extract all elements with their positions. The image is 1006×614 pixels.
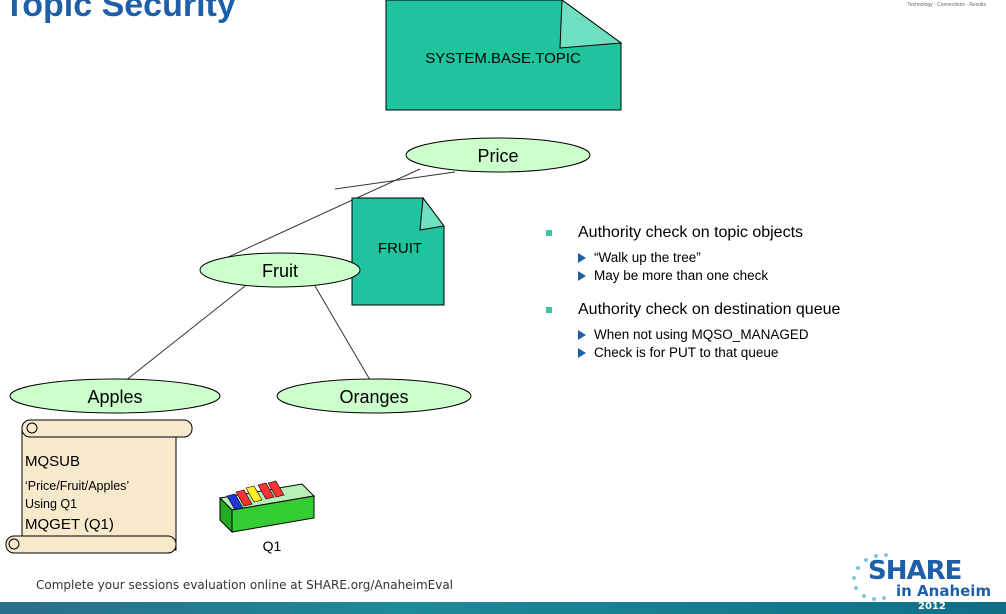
topic-node-price: Price	[405, 137, 591, 173]
slide-title: Topic Security	[4, 0, 236, 24]
bullet-item: Authority check on topic objects	[546, 224, 986, 242]
share-logo-icon	[852, 553, 888, 601]
sub-bullet-text: When not using MQSO_MANAGED	[594, 327, 809, 342]
system-base-topic-label: SYSTEM.BASE.TOPIC	[425, 50, 581, 67]
connector-line	[314, 285, 371, 381]
system-base-topic-object: SYSTEM.BASE.TOPIC	[385, 0, 623, 111]
logo-year-text: 2012	[918, 601, 946, 612]
logo-share-text: SHARE	[868, 556, 962, 586]
queue-message	[267, 480, 285, 498]
footer-evaluation-text: Complete your sessions evaluation online…	[36, 578, 454, 592]
bullet-item: Authority check on destination queue	[546, 301, 986, 319]
topic-node-price-label: Price	[477, 146, 518, 166]
triangle-bullet-icon	[578, 348, 586, 358]
scroll-line-4: MQGET (Q1)	[25, 516, 114, 533]
bullet-text: Authority check on destination queue	[578, 301, 841, 318]
queue-icon: Q1	[218, 480, 316, 554]
slide-tagline: Technology · Connections · Results	[907, 2, 986, 8]
sub-bullet-item: When not using MQSO_MANAGED	[546, 327, 986, 342]
queue-message	[235, 489, 253, 507]
topic-node-oranges: Oranges	[276, 378, 472, 414]
footer-bar	[0, 602, 1006, 614]
scroll-line-1: MQSUB	[25, 453, 80, 470]
bullet-group-topic-objects: Authority check on topic objects “Walk u…	[546, 224, 986, 283]
bullet-group-destination-queue: Authority check on destination queue Whe…	[546, 301, 986, 360]
topic-node-apples: Apples	[9, 378, 221, 414]
triangle-bullet-icon	[578, 330, 586, 340]
logo-city-text: in Anaheim	[896, 582, 992, 600]
queue-label: Q1	[263, 538, 282, 554]
sub-bullet-text: Check is for PUT to that queue	[594, 345, 779, 360]
scroll-line-3: Using Q1	[25, 497, 77, 511]
queue-message	[245, 485, 263, 503]
bullet-list: Authority check on topic objects “Walk u…	[546, 224, 986, 378]
mqsub-scroll: MQSUB ‘Price/Fruit/Apples’ Using Q1 MQGE…	[5, 419, 193, 554]
bullet-square-icon	[546, 230, 552, 236]
connector-line	[119, 285, 246, 386]
topic-node-fruit: Fruit	[199, 252, 361, 288]
sub-bullet-item: May be more than one check	[546, 268, 986, 283]
sub-bullet-text: “Walk up the tree”	[594, 250, 701, 265]
fruit-topic-label: FRUIT	[378, 240, 422, 257]
sub-bullet-text: May be more than one check	[594, 268, 769, 283]
bullet-square-icon	[546, 307, 552, 313]
bullet-text: Authority check on topic objects	[578, 224, 804, 241]
triangle-bullet-icon	[578, 271, 586, 281]
sub-bullet-item: “Walk up the tree”	[546, 250, 986, 265]
sub-bullet-item: Check is for PUT to that queue	[546, 345, 986, 360]
topic-node-apples-label: Apples	[87, 387, 142, 407]
connector-line	[199, 168, 421, 271]
fruit-topic-object: FRUIT	[351, 196, 445, 306]
scroll-line-2: ‘Price/Fruit/Apples’	[25, 479, 129, 493]
topic-node-oranges-label: Oranges	[339, 387, 408, 407]
triangle-bullet-icon	[578, 253, 586, 263]
topic-node-fruit-label: Fruit	[262, 261, 298, 281]
queue-message	[257, 482, 275, 500]
